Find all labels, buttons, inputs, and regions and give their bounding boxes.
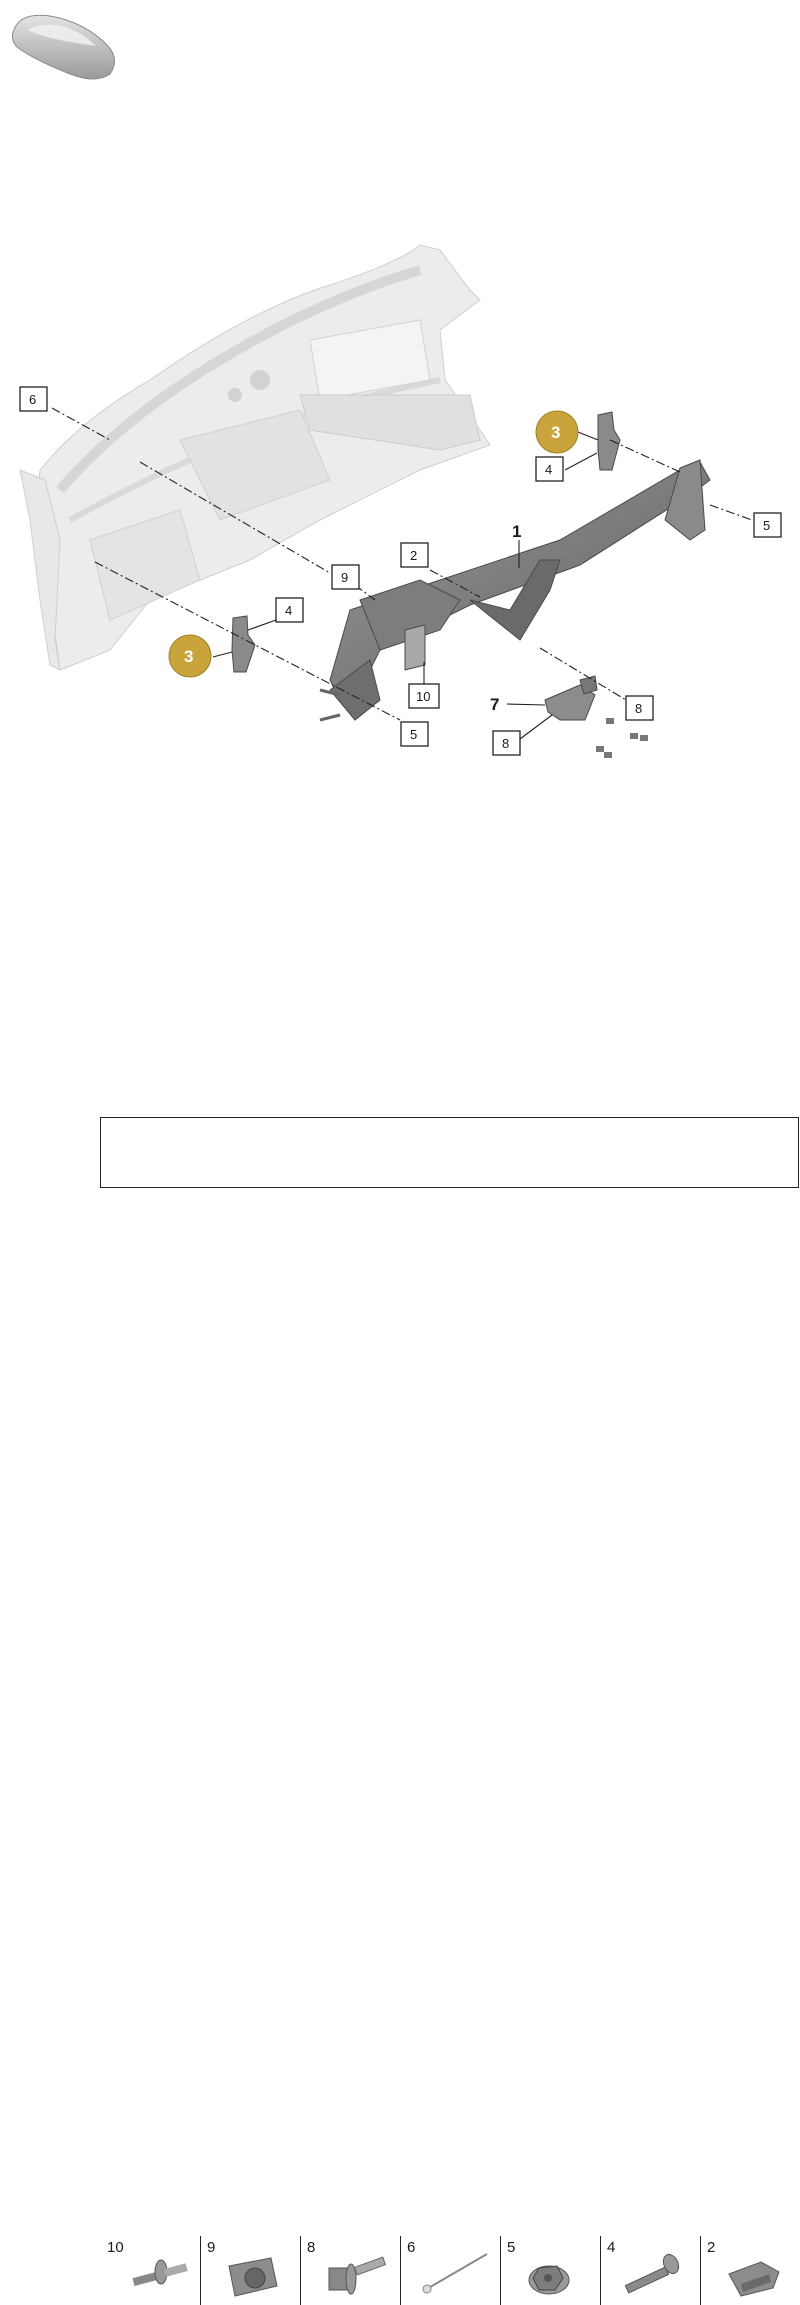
screw-icon	[624, 2253, 680, 2294]
svg-text:7: 7	[490, 695, 499, 714]
exploded-parts-diagram: 1 7 6 2 9 4 4 5 5 10 8 8	[11, 14, 782, 758]
svg-text:4: 4	[545, 462, 552, 477]
bracket-part-3-left	[231, 615, 256, 673]
cross-member-part	[319, 459, 711, 722]
svg-text:8: 8	[635, 701, 642, 716]
svg-text:5: 5	[763, 518, 770, 533]
bracket-clip-icon	[728, 2261, 780, 2297]
callout-10: 10	[408, 683, 440, 709]
bolt-icon	[132, 2259, 188, 2287]
callout-3-highlight-right: 3	[535, 410, 579, 454]
clip-nut-icon	[228, 2257, 278, 2297]
callout-9: 9	[331, 564, 360, 590]
vehicle-thumbnail-icon	[11, 14, 115, 80]
small-bolts	[596, 718, 648, 758]
svg-text:1: 1	[512, 522, 521, 541]
legend-cell-5: 5	[501, 2236, 601, 2305]
svg-text:9: 9	[341, 570, 348, 585]
svg-text:3: 3	[551, 423, 560, 442]
svg-text:2: 2	[410, 548, 417, 563]
svg-text:8: 8	[502, 736, 509, 751]
leader-lines	[212, 431, 599, 740]
callout-5-right: 5	[753, 512, 782, 538]
flange-bolt-icon	[328, 2256, 387, 2295]
rivet-pin-icon	[422, 2253, 488, 2294]
callout-8-right: 8	[625, 695, 654, 721]
callout-8-left: 8	[492, 730, 521, 756]
callout-2: 2	[400, 542, 429, 568]
parts-legend: 10 9 8 6 5	[100, 1117, 799, 2305]
hex-nut-icon	[528, 2265, 570, 2295]
callout-4-left: 4	[275, 597, 304, 623]
callout-5-left: 5	[400, 721, 429, 747]
body-structure-ghost	[19, 244, 491, 671]
legend-cell-8: 8	[301, 2236, 401, 2305]
svg-text:4: 4	[285, 603, 292, 618]
callout-4-right: 4	[535, 456, 564, 482]
svg-text:5: 5	[410, 727, 417, 742]
bracket-part-3-right	[597, 411, 621, 471]
callout-1: 1	[512, 522, 521, 541]
svg-text:6: 6	[29, 392, 36, 407]
legend-cell-6: 6	[401, 2236, 501, 2305]
bracket-part-7	[544, 675, 598, 721]
svg-text:3: 3	[184, 647, 193, 666]
svg-text:10: 10	[416, 689, 430, 704]
legend-cell-9: 9	[201, 2236, 301, 2305]
legend-cell-4: 4	[601, 2236, 701, 2305]
legend-cell-10: 10	[101, 2236, 201, 2305]
callout-7: 7	[490, 695, 499, 714]
callout-6: 6	[19, 386, 48, 412]
callout-3-highlight-left: 3	[168, 634, 212, 678]
legend-cell-2: 2	[701, 2236, 798, 2305]
assembly-lines	[51, 407, 753, 721]
